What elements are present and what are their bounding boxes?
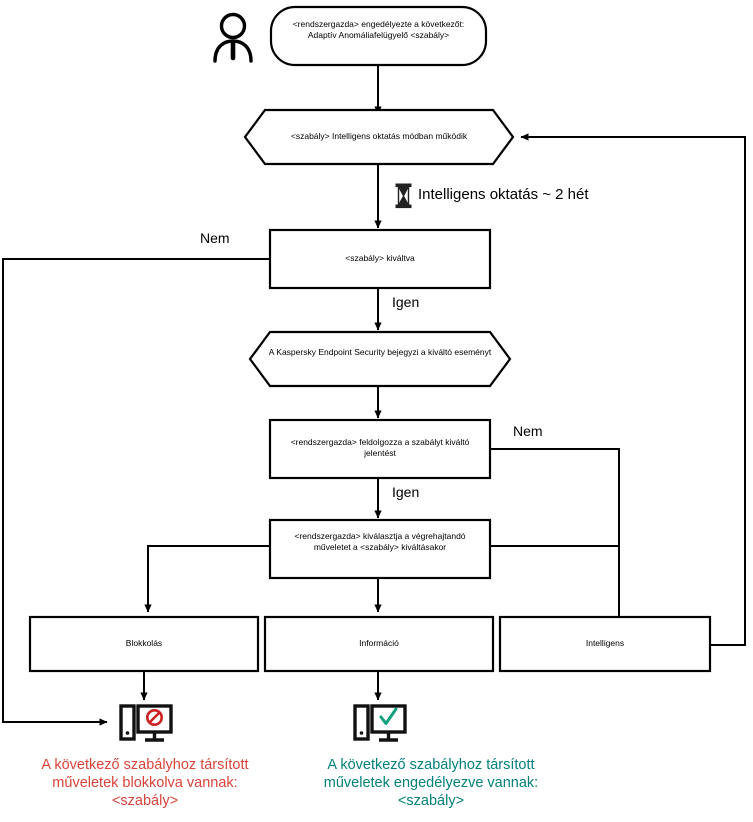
- node-admin-processes-report-shape: [268, 418, 492, 480]
- edge-label-report-yes: Igen: [392, 484, 420, 500]
- edge-label-report-no: Nem: [513, 423, 543, 439]
- node-rule-triggered-shape: [268, 228, 492, 290]
- node-smart-shape: [498, 615, 712, 673]
- node-admin-selects-action-shape: [268, 518, 492, 580]
- hourglass-icon: [395, 183, 412, 209]
- computer-allowed-icon: [353, 704, 407, 742]
- connector-admin-report-no: [490, 448, 623, 641]
- connector-action-to-block: [144, 545, 270, 613]
- computer-blocked-icon: [119, 704, 173, 742]
- node-info-shape: [263, 615, 495, 673]
- edge-label-triggered-no: Nem: [200, 230, 230, 246]
- caption-allowed: A következő szabályhoz társított művelet…: [323, 757, 539, 809]
- node-kes-logs-event-shape: [248, 330, 512, 388]
- connector-smart-loopback: [520, 133, 746, 646]
- user-person-icon: [213, 12, 253, 63]
- smart-training-duration-note: Intelligens oktatás ~ 2 hét: [418, 186, 589, 203]
- node-start-shape: [269, 5, 488, 67]
- edge-label-triggered-yes: Igen: [392, 294, 420, 310]
- caption-blocked: A következő szabályhoz társított művelet…: [41, 757, 249, 809]
- node-block-shape: [28, 615, 260, 673]
- connector-rule-triggered-no: [2, 258, 270, 726]
- node-smart-training-shape: [243, 108, 515, 166]
